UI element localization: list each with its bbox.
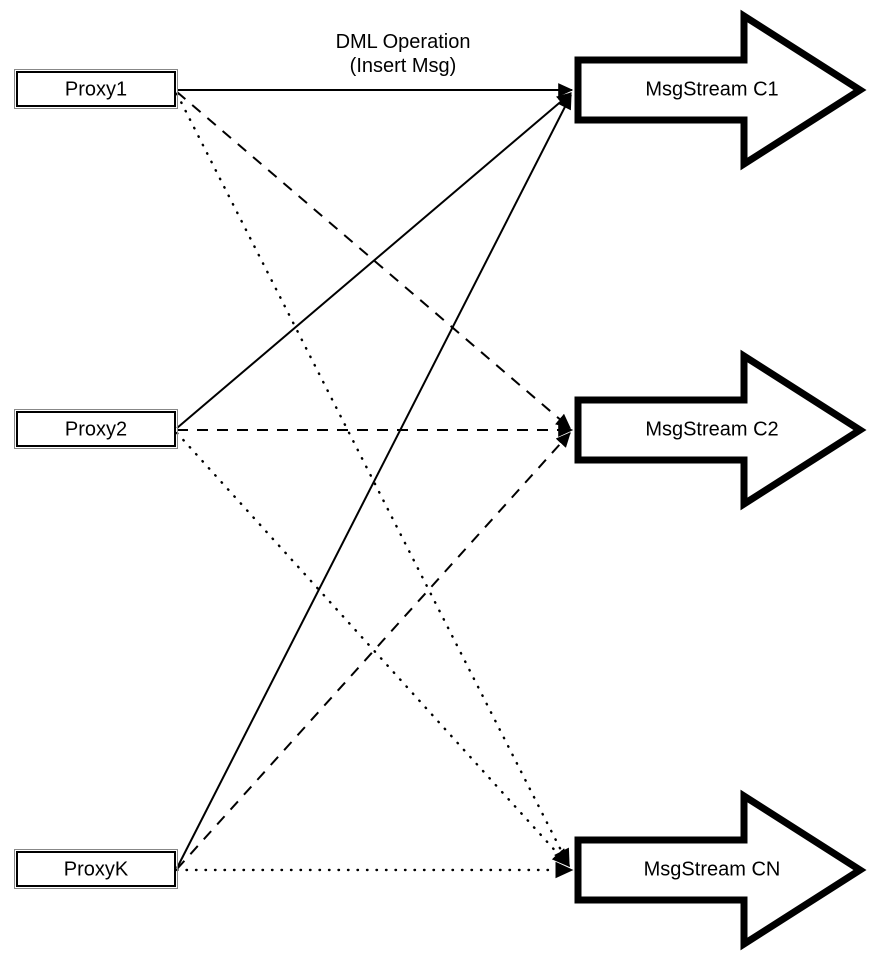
stream-c1-label: MsgStream C1 [645,78,778,100]
proxy1-box-outer-edge [14,69,178,109]
proxy-node-proxyk[interactable]: ProxyK [14,849,178,889]
proxyk-label: ProxyK [64,858,129,880]
edge-label-line-1: DML Operation [336,31,471,53]
connection-group-proxy2 [175,92,574,868]
edge-label-dml-operation: DML Operation (Insert Msg) [336,31,471,77]
stream-cn-arrow-shape[interactable] [574,789,867,951]
proxy2-box[interactable] [16,411,176,447]
proxy-node-proxy1[interactable]: Proxy1 [14,69,178,109]
proxy-node-proxy2[interactable]: Proxy2 [14,409,178,449]
connection-group-proxyk [175,93,574,879]
stream-c1-arrow-shape[interactable] [574,9,867,171]
edge-label-line-2: (Insert Msg) [350,55,457,77]
proxy1-box[interactable] [16,71,176,107]
proxyk-box[interactable] [16,851,176,887]
stream-node-c2[interactable]: MsgStream C2 [574,349,867,511]
stream-node-cn[interactable]: MsgStream CN [574,789,867,951]
proxy1-label: Proxy1 [65,78,127,100]
stream-c2-label: MsgStream C2 [645,418,778,440]
proxyk-box-outer-edge [14,849,178,889]
connection-proxyk-to-stream-c1 [176,93,572,869]
stream-node-c1[interactable]: MsgStream C1 [574,9,867,171]
proxy2-box-outer-edge [14,409,178,449]
connection-proxy1-to-stream-cn [175,92,571,868]
stream-c2-arrow-shape[interactable] [574,349,867,511]
connection-proxyk-to-stream-c2 [176,432,571,870]
connection-proxy2-to-stream-cn [175,431,571,868]
proxy2-label: Proxy2 [65,418,127,440]
stream-cn-label: MsgStream CN [644,858,781,880]
connection-proxy2-to-stream-c1 [176,92,572,429]
connection-proxy1-to-stream-c2 [176,91,571,429]
connection-group-proxy1 [175,83,574,868]
